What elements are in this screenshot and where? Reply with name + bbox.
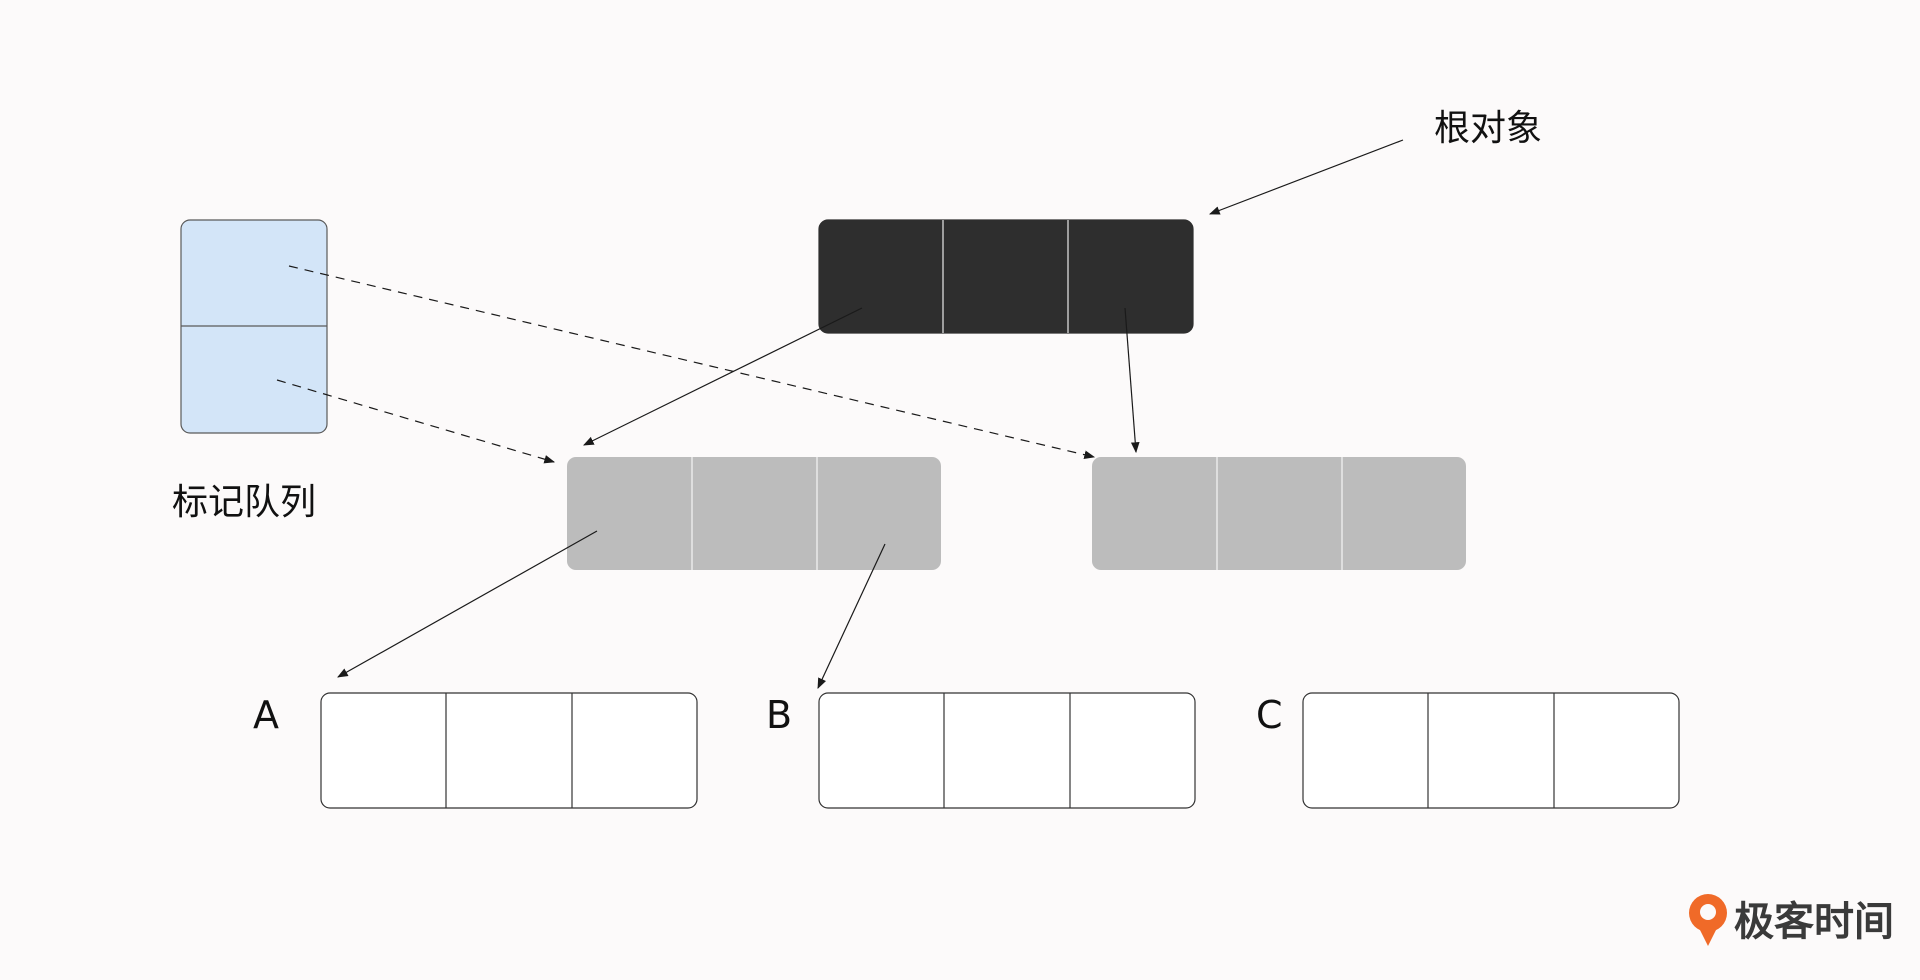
white-object-b-box: [818, 692, 1196, 809]
edge-gray-left-to-b: [817, 543, 886, 689]
gray-object-left: [567, 457, 941, 570]
queue-edge-slot2-to-gray-left: [276, 379, 556, 464]
logo-pin-icon: [1689, 894, 1727, 946]
edge-root-to-gray-right: [1124, 307, 1140, 454]
logo-brand-text: 极客时间: [1734, 899, 1894, 945]
root-object-label: 根对象: [1434, 108, 1542, 149]
root-object: [818, 219, 1194, 334]
white-object-a-box: [320, 692, 698, 809]
mark-queue-label: 标记队列: [172, 482, 316, 523]
white-object-a: [320, 692, 698, 809]
queue-edge-slot1-to-gray-right: [288, 265, 1096, 459]
root-object-box: [818, 219, 1194, 334]
mark-queue: [180, 219, 328, 434]
edge-root-to-gray-left: [583, 307, 863, 446]
object-c-label: C: [1256, 693, 1283, 737]
gray-object-right: [1092, 457, 1466, 570]
white-object-b: [818, 692, 1196, 809]
gray-object-right-box: [1092, 457, 1466, 570]
watermark-logo: 极客时间: [1689, 894, 1894, 946]
edge-gray-left-to-a: [337, 530, 598, 678]
white-object-c-box: [1302, 692, 1680, 809]
white-object-c: [1302, 692, 1680, 809]
root-pointer-arrow: [1208, 139, 1404, 215]
gray-object-left-box: [567, 457, 941, 570]
object-b-label: B: [766, 693, 792, 737]
object-a-label: A: [253, 693, 279, 737]
